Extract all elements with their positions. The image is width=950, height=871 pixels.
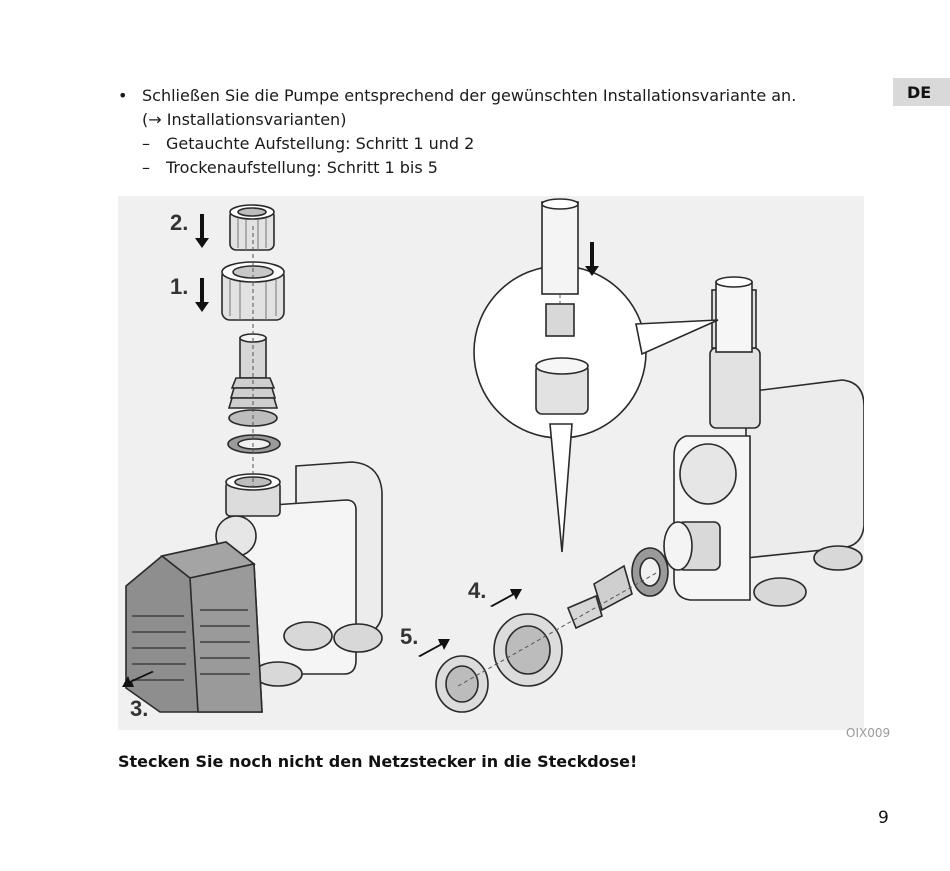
pump-assembly-illustration: 2. 1. 3. 4. 5. [122,198,864,721]
side-connector-parts-icon [435,547,669,713]
page-number: 9 [878,808,889,828]
dash-icon: – [142,134,150,153]
option-text: Getauchte Aufstellung: Schritt 1 und 2 [166,134,475,153]
language-tab: DE [893,78,950,106]
step-label-3: 3. [130,696,148,721]
instruction-list: • Schließen Sie die Pumpe entsprechend d… [118,84,796,180]
figure-code: OIX009 [846,726,891,740]
arrows-icon [122,214,599,687]
small-nut-icon [229,204,275,251]
step-label-2: 2. [170,210,188,235]
hose-adapter-icon [227,333,279,427]
instruction-item: • Schließen Sie die Pumpe entsprechend d… [118,84,796,108]
step-label-4: 4. [468,578,486,603]
cross-reference: (→ Installationsvarianten) [142,110,347,129]
option-text: Trockenaufstellung: Schritt 1 bis 5 [166,158,438,177]
option-item: – Trockenaufstellung: Schritt 1 bis 5 [118,156,796,180]
option-item: – Getauchte Aufstellung: Schritt 1 und 2 [118,132,796,156]
step-label-1: 1. [170,274,188,299]
strainer-cover-icon [125,541,263,713]
instruction-text: Schließen Sie die Pumpe entsprechend der… [142,86,797,105]
pump-body-icon [215,461,383,687]
warning-text: Stecken Sie noch nicht den Netzstecker i… [118,752,638,771]
bullet-icon: • [118,86,128,105]
installation-figure: 2. 1. 3. 4. 5. [118,196,864,730]
pump-body-right-icon [663,276,864,607]
large-nut-icon [221,261,285,321]
dash-icon: – [142,158,150,177]
step-label-5: 5. [400,624,418,649]
